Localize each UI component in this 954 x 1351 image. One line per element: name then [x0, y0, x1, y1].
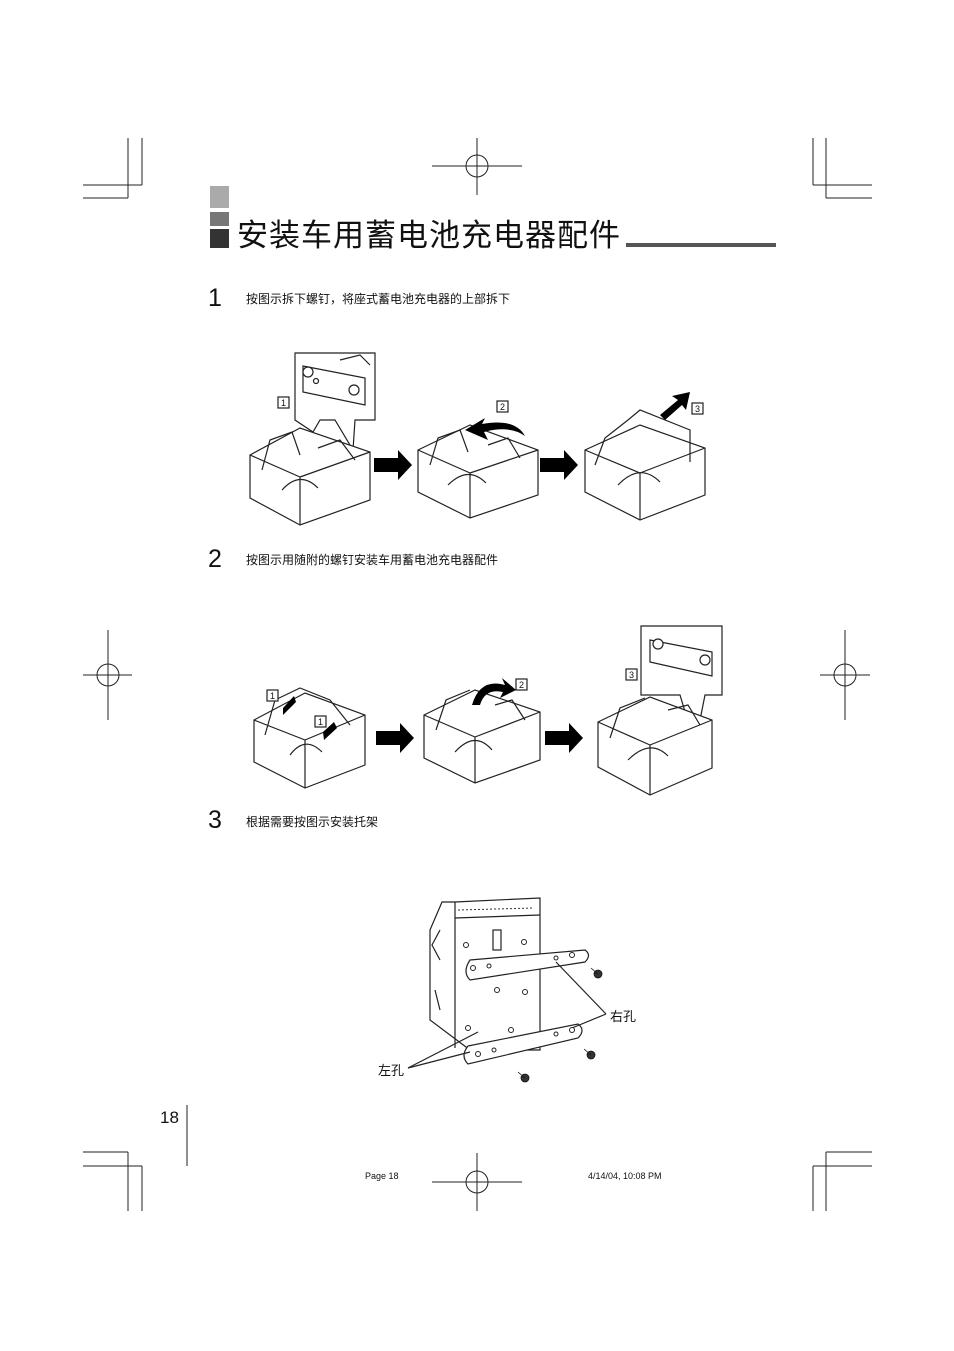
step-2-callout-1a: 1	[270, 691, 275, 701]
step-2-callout-3: 3	[629, 670, 634, 680]
step-2-callout-2: 2	[519, 680, 524, 690]
title-block-top	[210, 186, 229, 208]
title-block-mid	[210, 212, 229, 226]
page-title: 安装车用蓄电池充电器配件	[237, 218, 621, 254]
title-underline	[626, 243, 776, 247]
left-hole-label: 左孔	[378, 1064, 405, 1079]
step-1-number: 1	[208, 284, 222, 312]
step-1-text: 按图示拆下螺钉，将座式蓄电池充电器的上部拆下	[246, 292, 511, 306]
step-3-text: 根据需要按图示安装托架	[246, 815, 379, 829]
right-hole-label: 右孔	[610, 1010, 637, 1025]
step-1-callout-1: 1	[281, 398, 286, 408]
page-number: 18	[160, 1108, 179, 1127]
footer-page: Page 18	[365, 1171, 399, 1181]
title-block-bottom	[210, 229, 229, 248]
step-2-text: 按图示用随附的螺钉安装车用蓄电池充电器配件	[246, 553, 499, 567]
step-1-callout-2: 2	[500, 402, 505, 412]
step-2-number: 2	[208, 545, 222, 573]
step-2-callout-1b: 1	[318, 717, 323, 727]
step-3-number: 3	[208, 806, 222, 834]
step-1-callout-3: 3	[695, 404, 700, 414]
footer-timestamp: 4/14/04, 10:08 PM	[588, 1171, 662, 1181]
